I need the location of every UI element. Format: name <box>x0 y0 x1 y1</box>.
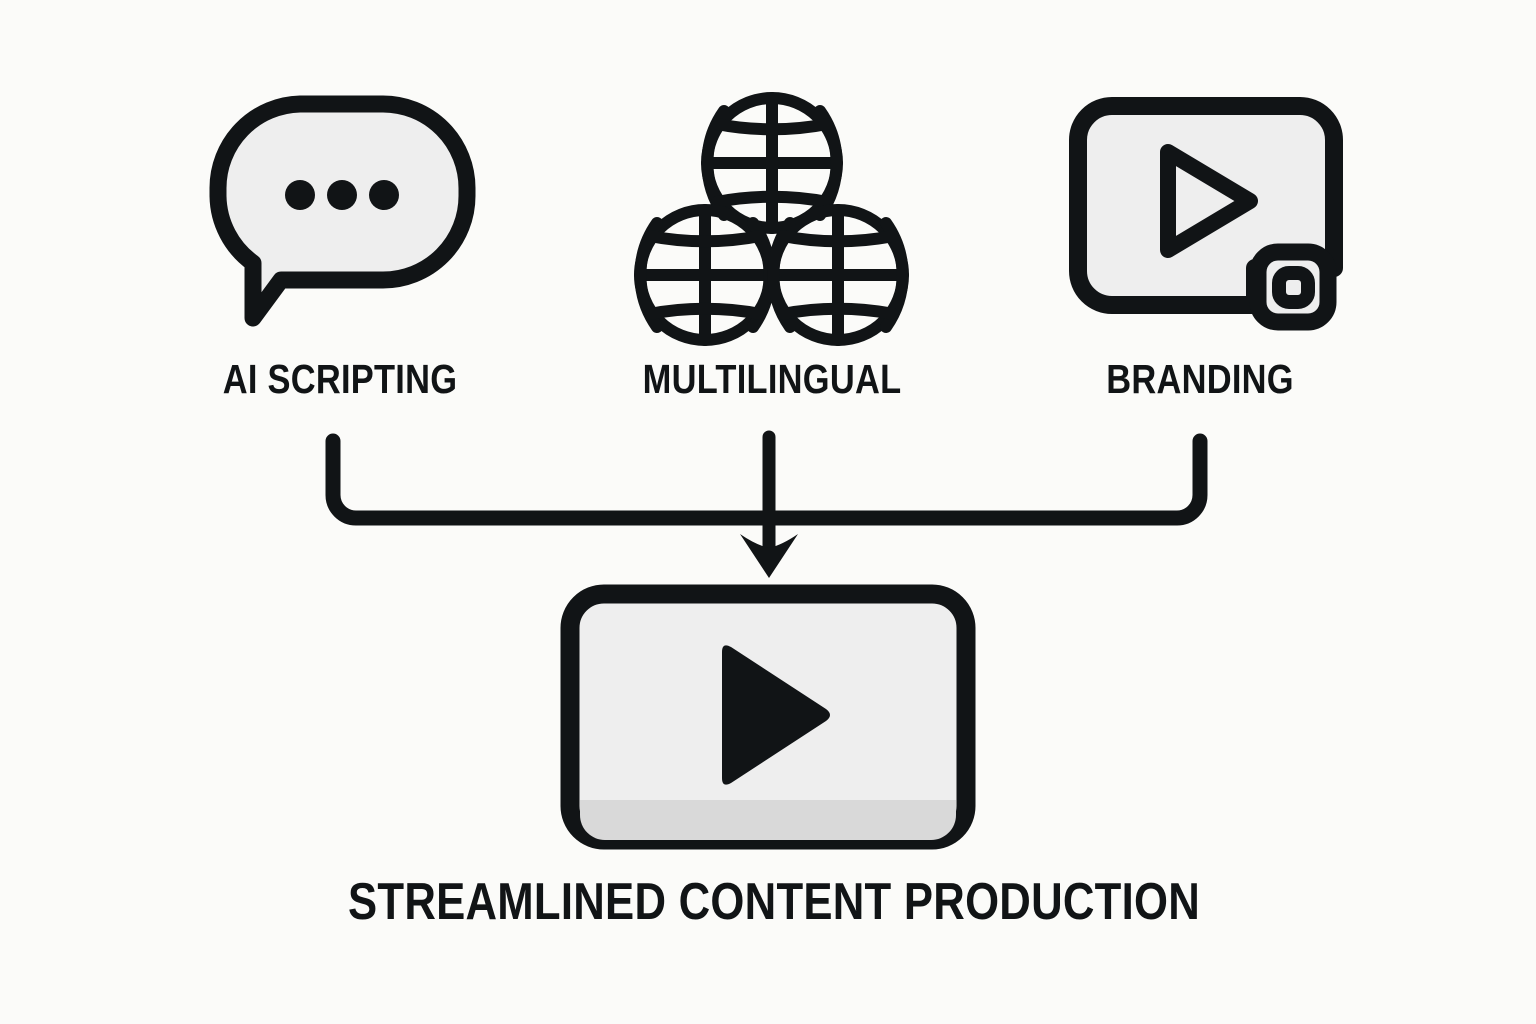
player-control-bar <box>580 800 956 840</box>
play-triangle-filled-icon <box>722 645 830 785</box>
video-player-play-icon <box>560 584 976 850</box>
speech-bubble-outline <box>209 95 476 327</box>
ellipsis-dot-3 <box>369 180 399 210</box>
globe-top <box>701 92 843 234</box>
three-globes-icon <box>634 92 909 346</box>
ellipsis-dot-2 <box>327 180 357 210</box>
feature-label-ai-scripting: AI SCRIPTING <box>222 356 458 402</box>
feature-label-multilingual: MULTILINGUAL <box>642 356 902 402</box>
speech-bubble-ellipsis-icon <box>209 95 476 327</box>
lens-badge-inner <box>1272 266 1315 309</box>
video-frame-play-badge-icon <box>1069 97 1343 331</box>
globe-bottom-left <box>634 204 776 346</box>
arrow-head-icon <box>740 534 798 578</box>
feature-label-branding: BRANDING <box>1106 356 1294 402</box>
outcome-label: STREAMLINED CONTENT PRODUCTION <box>348 873 1201 931</box>
ellipsis-dot-1 <box>285 180 315 210</box>
merge-bracket-connector <box>325 430 1208 578</box>
globe-bottom-right <box>767 204 909 346</box>
play-triangle-outline-icon <box>1160 144 1258 258</box>
